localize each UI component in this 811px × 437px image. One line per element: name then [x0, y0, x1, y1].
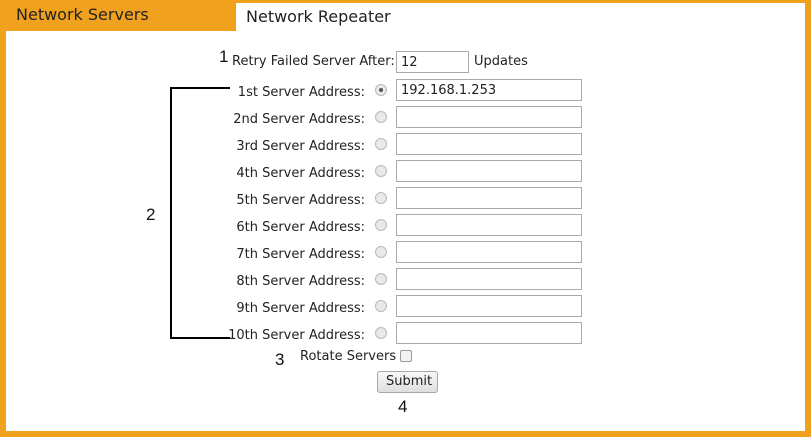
server-select-radio[interactable]	[375, 165, 387, 177]
server-address-input[interactable]	[396, 160, 582, 182]
server-select-radio[interactable]	[375, 84, 387, 96]
annotation-2: 2	[146, 205, 156, 224]
server-group-bracket	[170, 87, 230, 339]
retry-label: Retry Failed Server After:	[232, 54, 395, 69]
server-address-label: 1st Server Address:	[237, 85, 365, 100]
server-address-input[interactable]	[396, 295, 582, 317]
server-address-input[interactable]	[396, 79, 582, 101]
retry-unit-label: Updates	[474, 54, 528, 69]
server-address-label: 9th Server Address:	[236, 301, 365, 316]
server-select-radio[interactable]	[375, 138, 387, 150]
server-address-input[interactable]	[396, 214, 582, 236]
server-address-label: 8th Server Address:	[236, 274, 365, 289]
server-select-radio[interactable]	[375, 111, 387, 123]
tab-bar: Network Servers Network Repeater	[0, 0, 811, 31]
server-address-label: 6th Server Address:	[236, 220, 365, 235]
server-address-input[interactable]	[396, 133, 582, 155]
server-select-radio[interactable]	[375, 192, 387, 204]
tab-network-repeater[interactable]: Network Repeater	[236, 0, 811, 31]
annotation-4: 4	[398, 397, 408, 416]
server-select-radio[interactable]	[375, 300, 387, 312]
rotate-servers-checkbox[interactable]	[400, 350, 412, 362]
server-address-input[interactable]	[396, 241, 582, 263]
server-address-label: 5th Server Address:	[236, 193, 365, 208]
server-address-input[interactable]	[396, 106, 582, 128]
server-select-radio[interactable]	[375, 273, 387, 285]
submit-button[interactable]: Submit	[377, 371, 438, 393]
server-address-input[interactable]	[396, 187, 582, 209]
server-select-radio[interactable]	[375, 219, 387, 231]
server-address-label: 3rd Server Address:	[236, 139, 365, 154]
server-address-input[interactable]	[396, 322, 582, 344]
annotation-3: 3	[275, 350, 285, 369]
rotate-servers-label: Rotate Servers	[300, 349, 397, 364]
server-address-label: 4th Server Address:	[236, 166, 365, 181]
annotation-1: 1	[219, 47, 229, 66]
tab-network-servers[interactable]: Network Servers	[0, 0, 236, 31]
server-address-input[interactable]	[396, 268, 582, 290]
server-address-label: 10th Server Address:	[228, 328, 365, 343]
server-address-label: 7th Server Address:	[236, 247, 365, 262]
server-address-label: 2nd Server Address:	[233, 112, 365, 127]
server-select-radio[interactable]	[375, 327, 387, 339]
retry-count-input[interactable]	[396, 51, 469, 73]
server-select-radio[interactable]	[375, 246, 387, 258]
